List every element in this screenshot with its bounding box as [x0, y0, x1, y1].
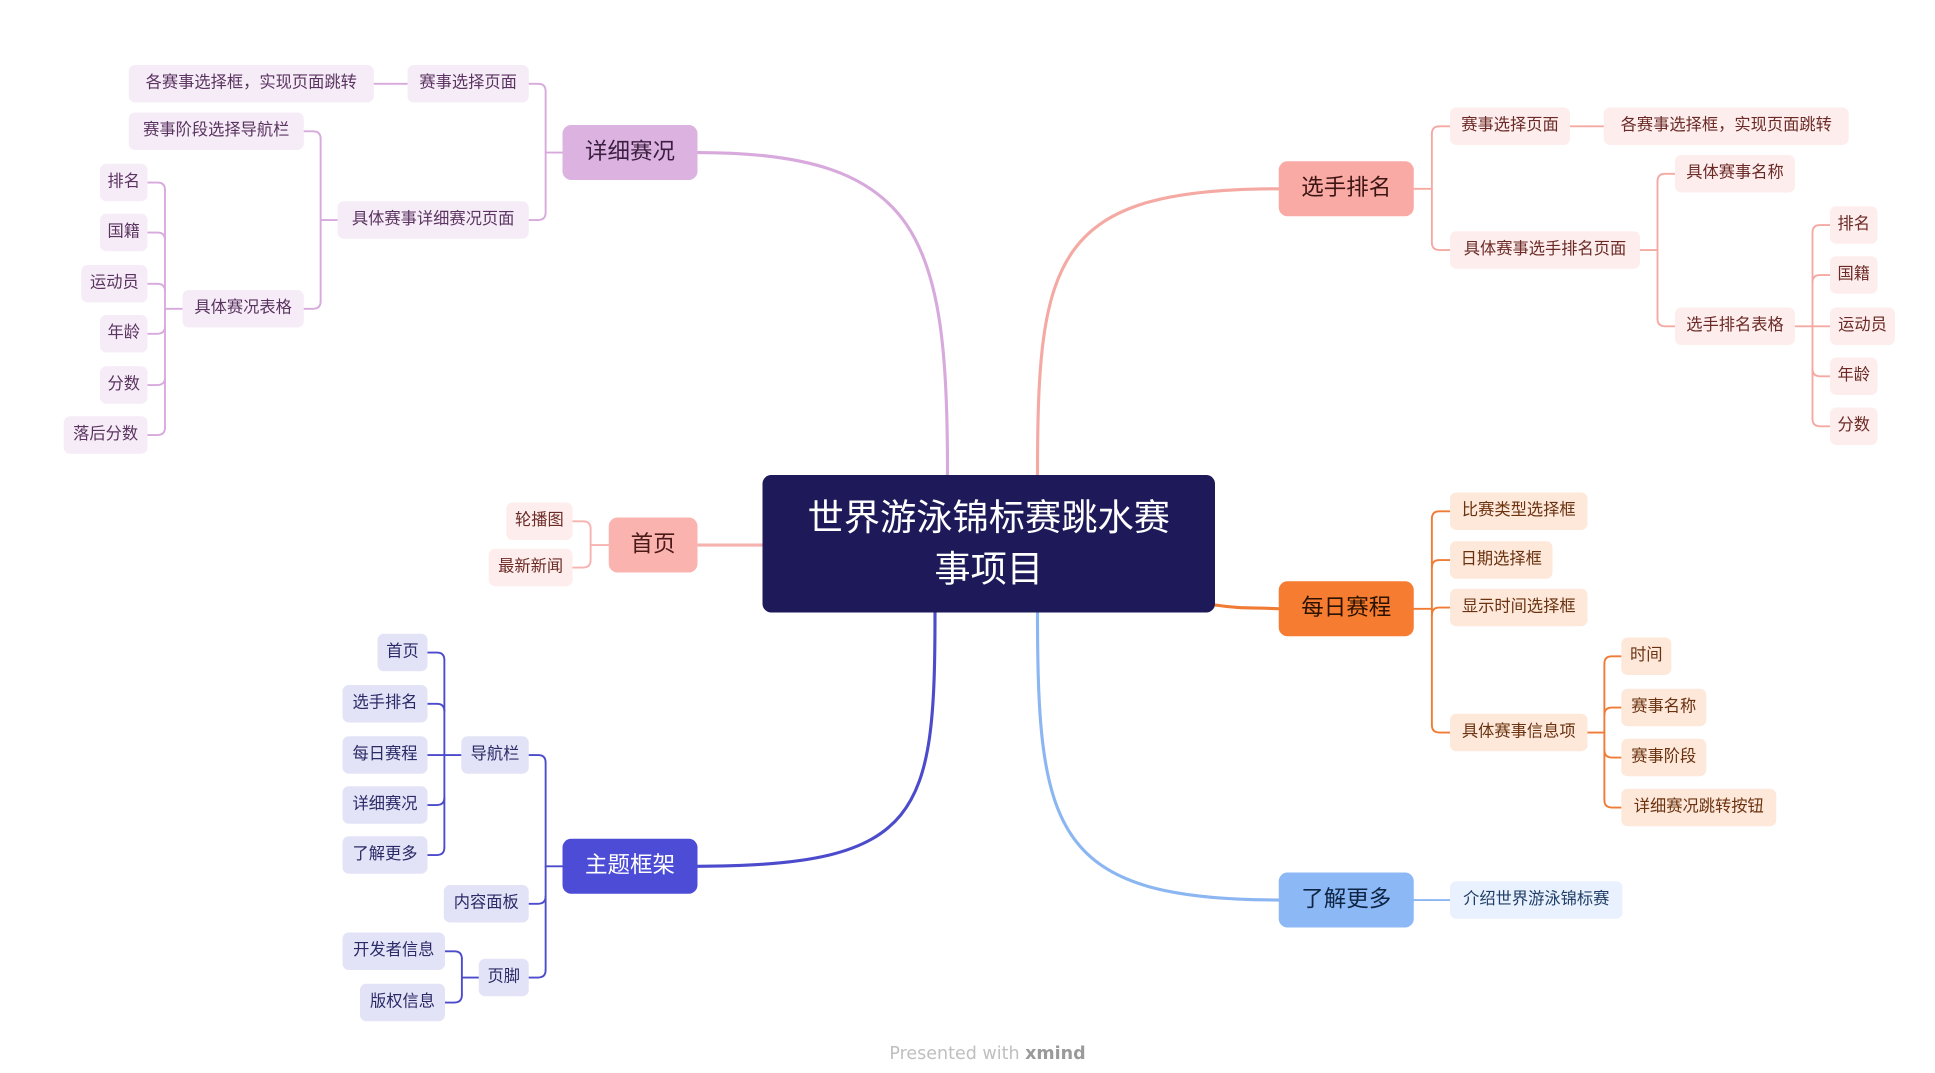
topic-detail-d3-2[interactable]: 运动员	[81, 265, 148, 303]
topic-detail-d3-3[interactable]: 年龄	[100, 315, 148, 353]
topic-rank-d3-4[interactable]: 分数	[1830, 407, 1878, 445]
connector-line	[444, 994, 463, 1004]
branch-daily[interactable]: 每日赛程	[1278, 581, 1414, 637]
connector-line	[1430, 125, 1451, 135]
topic-daily-d2-3[interactable]: 详细赛况跳转按钮	[1621, 788, 1777, 827]
topic-detail-d2-0[interactable]: 赛事阶段选择导航栏	[128, 112, 304, 150]
topic-rank-d1-1[interactable]: 具体赛事选手排名页面	[1450, 231, 1640, 269]
topic-frame-d2-3[interactable]: 详细赛况	[342, 786, 428, 824]
topic-daily-d1-0[interactable]: 比赛类型选择框	[1450, 492, 1588, 530]
topic-rank-d1-0[interactable]: 赛事选择页面	[1450, 107, 1570, 145]
topic-daily-d2-2[interactable]: 赛事阶段	[1621, 738, 1707, 777]
topic-rank-d3-1[interactable]: 国籍	[1830, 256, 1878, 294]
branch-detail[interactable]: 详细赛况	[562, 125, 698, 180]
connector-line	[1811, 417, 1831, 428]
topic-rank-d2-0[interactable]: 各赛事选择框，实现页面跳转	[1603, 107, 1849, 145]
topic-more-d1-0[interactable]: 介绍世界游泳锦标赛	[1450, 881, 1623, 919]
connector-line	[146, 376, 166, 386]
connector-line	[426, 796, 446, 806]
connector-line	[1430, 724, 1451, 734]
connector-line	[1603, 799, 1623, 809]
topic-detail-d2-0[interactable]: 各赛事选择框，实现页面跳转	[128, 65, 374, 103]
topic-home-d1-0[interactable]: 轮播图	[506, 502, 573, 540]
topic-detail-d3-4[interactable]: 分数	[100, 366, 148, 404]
connector-line	[527, 82, 547, 93]
connector-line	[527, 969, 547, 979]
xmind-logo-text: xmind	[1025, 1043, 1086, 1064]
connector-line	[527, 754, 547, 764]
topic-rank-d3-2[interactable]: 运动员	[1830, 307, 1895, 345]
connector-line	[302, 300, 322, 310]
topic-frame-d2-0[interactable]: 开发者信息	[342, 932, 445, 970]
topic-frame-d1-1[interactable]: 内容面板	[443, 885, 529, 923]
connector-line	[571, 559, 592, 569]
connector-line	[1656, 172, 1676, 183]
topic-rank-d3-3[interactable]: 年龄	[1830, 357, 1878, 395]
connector-line	[302, 130, 322, 140]
connector-line	[444, 950, 463, 960]
topic-detail-d3-1[interactable]: 国籍	[100, 213, 148, 252]
topic-home-d1-1[interactable]: 最新新闻	[488, 548, 573, 587]
topic-daily-d1-3[interactable]: 具体赛事信息项	[1450, 713, 1588, 752]
connector-line	[1811, 274, 1831, 284]
topic-detail-d3-0[interactable]: 排名	[100, 163, 148, 202]
connector-line	[1035, 187, 1281, 477]
connector-line	[695, 610, 937, 868]
topic-frame-d2-4[interactable]: 了解更多	[342, 836, 428, 874]
topic-daily-d2-1[interactable]: 赛事名称	[1621, 688, 1707, 727]
presented-with-footer: Presented with xmind	[825, 1044, 1150, 1064]
connector-line	[426, 651, 446, 661]
root-topic[interactable]: 世界游泳锦标赛跳水赛事项目	[762, 475, 1215, 613]
connector-line	[571, 520, 592, 530]
topic-frame-d1-2[interactable]: 页脚	[478, 958, 529, 997]
connector-line	[527, 895, 547, 905]
connector-line	[146, 282, 166, 293]
topic-detail-d2-1[interactable]: 具体赛况表格	[182, 290, 304, 328]
connector-line	[426, 846, 446, 856]
topic-detail-d1-1[interactable]: 具体赛事详细赛况页面	[337, 201, 529, 239]
footer-presented-text: Presented with	[889, 1043, 1020, 1064]
connector-line	[1430, 241, 1451, 251]
branch-frame[interactable]: 主题框架	[562, 838, 698, 894]
connector-line	[1603, 655, 1623, 665]
topic-frame-d2-2[interactable]: 每日赛程	[342, 736, 428, 774]
connector-line	[146, 231, 166, 241]
topic-detail-d1-0[interactable]: 赛事选择页面	[407, 65, 529, 103]
connector-line	[1603, 706, 1623, 716]
topic-daily-d1-2[interactable]: 显示时间选择框	[1450, 588, 1588, 627]
connector-line	[695, 150, 950, 477]
connector-line	[1811, 224, 1831, 234]
connector-line	[1656, 317, 1676, 328]
branch-more[interactable]: 了解更多	[1278, 872, 1414, 928]
topic-frame-d2-1[interactable]: 版权信息	[360, 983, 445, 1022]
connector-line	[146, 426, 166, 436]
connector-line	[146, 181, 166, 191]
branch-rank[interactable]: 选手排名	[1278, 161, 1414, 217]
branch-home[interactable]: 首页	[608, 517, 698, 573]
connector-line	[426, 702, 446, 713]
topic-detail-d3-5[interactable]: 落后分数	[63, 416, 148, 454]
connector-line	[1430, 510, 1451, 520]
connector-line	[1603, 749, 1623, 759]
connector-line	[1430, 559, 1451, 569]
connector-line	[527, 211, 547, 221]
topic-rank-d2-0[interactable]: 具体赛事名称	[1675, 155, 1795, 193]
topic-rank-d2-1[interactable]: 选手排名表格	[1675, 307, 1795, 345]
topic-frame-d2-0[interactable]: 首页	[377, 633, 428, 672]
topic-frame-d2-1[interactable]: 选手排名	[342, 685, 428, 723]
connector-line	[146, 325, 166, 335]
connector-line	[1430, 606, 1451, 616]
connector-line	[1811, 367, 1831, 378]
connector-line	[1213, 603, 1281, 611]
topic-daily-d2-0[interactable]: 时间	[1621, 637, 1672, 675]
topic-frame-d1-0[interactable]: 导航栏	[461, 736, 529, 774]
topic-daily-d1-1[interactable]: 日期选择框	[1450, 541, 1553, 579]
topic-rank-d3-0[interactable]: 排名	[1830, 206, 1878, 244]
connector-line	[1035, 610, 1281, 902]
